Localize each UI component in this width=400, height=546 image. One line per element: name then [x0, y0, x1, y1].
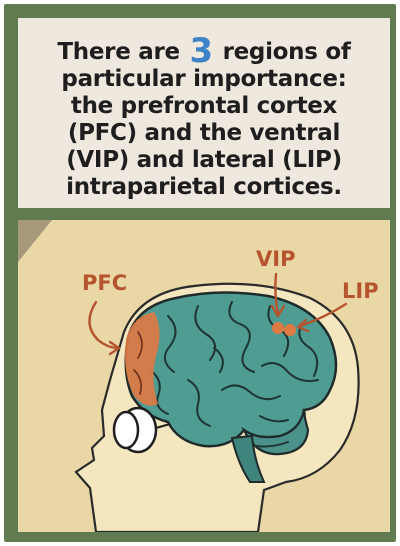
- caption-line-1-start: There are: [57, 39, 179, 65]
- caption-line-6: intraparietal cortices.: [18, 174, 390, 201]
- eye-lens: [114, 412, 138, 448]
- caption-line-3: the prefrontal cortex: [18, 93, 390, 120]
- vip-highlight: [272, 322, 284, 334]
- label-pfc: PFC: [82, 271, 127, 295]
- lip-highlight: [284, 324, 296, 336]
- caption-line-2: particular importance:: [18, 66, 390, 93]
- comic-panel: There are 3 regions of particular import…: [4, 4, 396, 542]
- caption-number: 3: [188, 31, 215, 71]
- caption-line-5: (VIP) and lateral (LIP): [18, 147, 390, 174]
- caption-line-4: (PFC) and the ventral: [18, 120, 390, 147]
- brain-illustration: PFC VIP LIP: [18, 220, 390, 532]
- caption-text: There are 3 regions of particular import…: [18, 38, 390, 201]
- caption-box: There are 3 regions of particular import…: [18, 18, 390, 208]
- label-lip: LIP: [342, 279, 379, 303]
- brain-illustration-svg: PFC VIP LIP: [18, 220, 390, 532]
- caption-line-1: There are 3 regions of: [18, 38, 390, 66]
- caption-line-1-end: regions of: [223, 39, 351, 65]
- label-vip: VIP: [256, 247, 295, 271]
